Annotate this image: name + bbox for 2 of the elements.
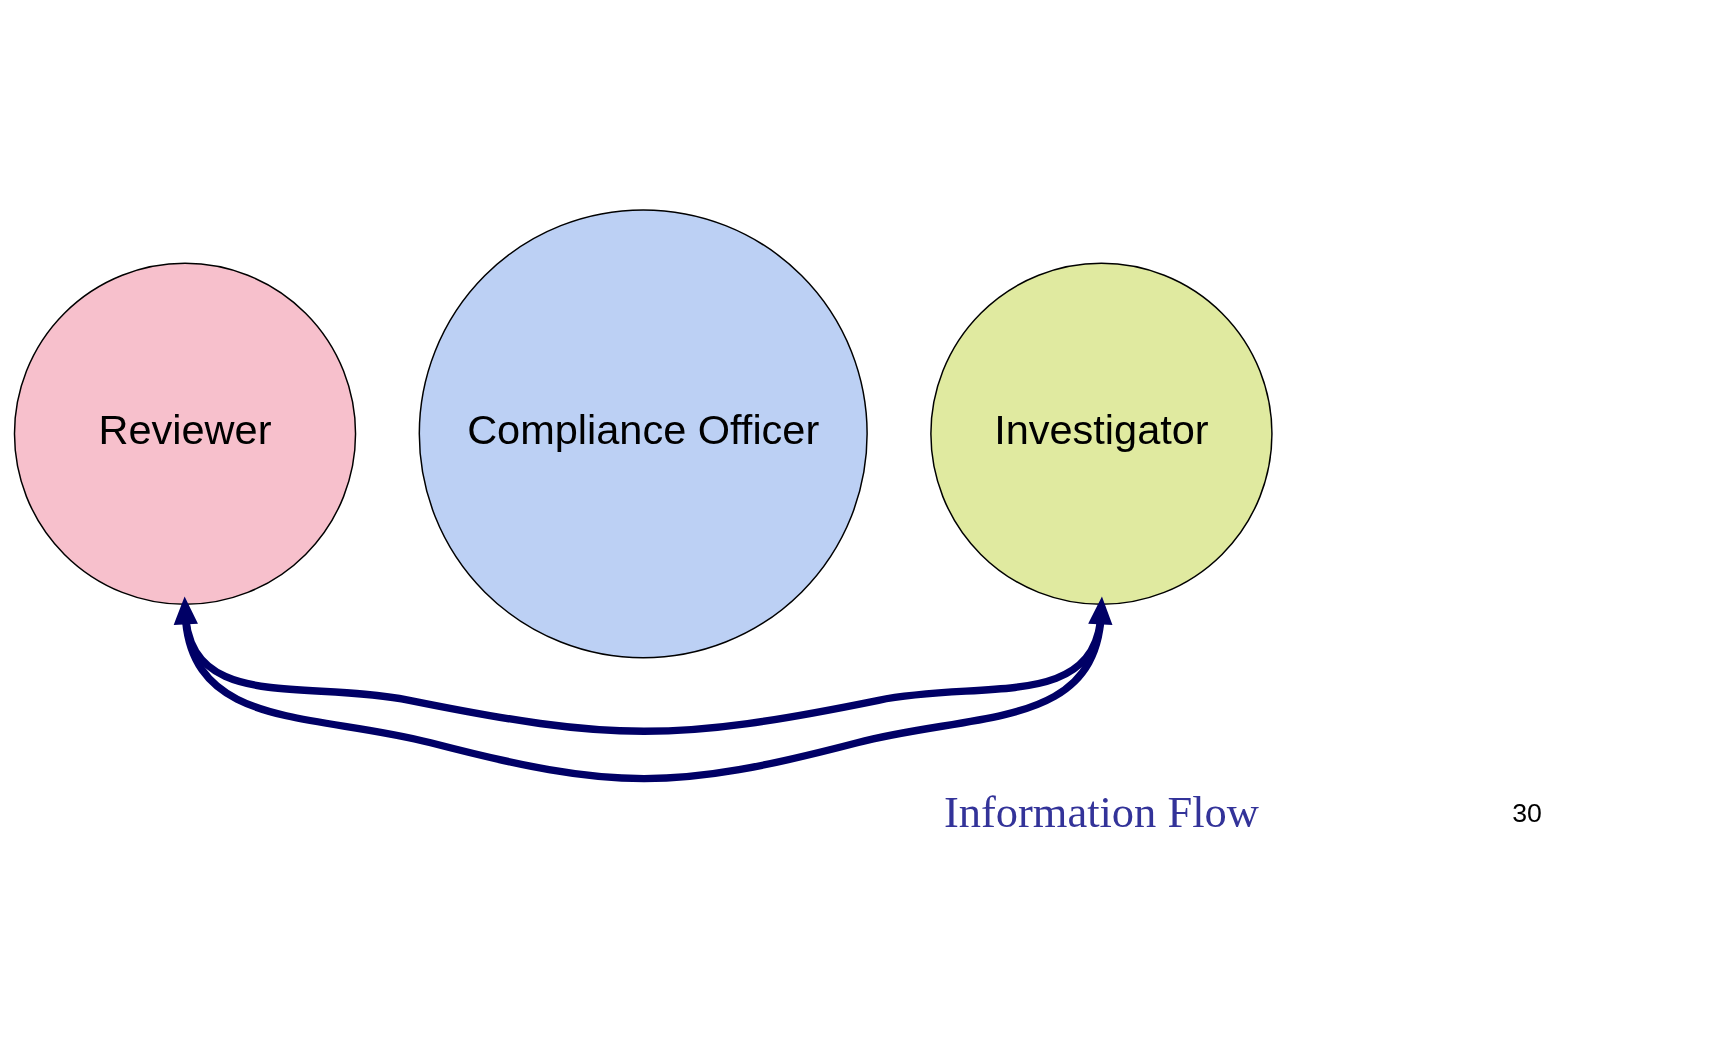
label: Information Flow <box>943 786 1259 837</box>
label: 30 <box>1512 798 1542 829</box>
